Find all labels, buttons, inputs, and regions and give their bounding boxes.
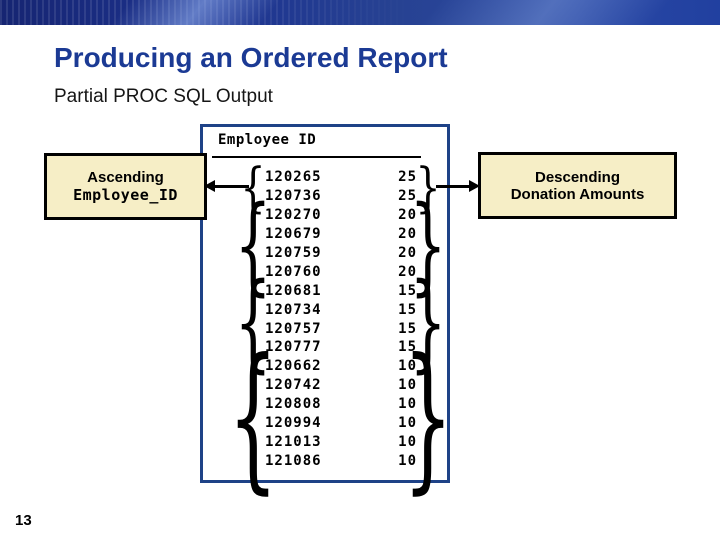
table-row: 120736 25 (265, 187, 417, 206)
table-row: 120760 20 (265, 262, 417, 281)
employee-id: 120777 (265, 339, 322, 356)
callout-left-line1: Ascending (87, 169, 164, 186)
left-arrow-line (213, 185, 249, 188)
employee-id: 120760 (265, 263, 322, 280)
group-brace-left-10 (248, 360, 258, 474)
callout-right-line2: Donation Amounts (510, 185, 645, 203)
table-row: 120994 10 (265, 414, 417, 433)
callout-ascending-employee-id: Ascending Employee_ID (44, 153, 207, 220)
employee-id: 120270 (265, 207, 322, 224)
table-row: 120270 20 (265, 206, 417, 225)
table-row: 120777 15 (265, 338, 417, 357)
table-row: 120681 15 (265, 281, 417, 300)
table-row: 120757 15 (265, 319, 417, 338)
page-number: 13 (15, 512, 32, 529)
table-row: 120808 10 (265, 395, 417, 414)
table-row: 120734 15 (265, 300, 417, 319)
slide-subtitle: Partial PROC SQL Output (54, 86, 273, 107)
employee-id: 120759 (265, 245, 322, 261)
right-arrow-icon (469, 180, 480, 192)
header-underline (212, 156, 421, 158)
employee-id: 120736 (265, 188, 322, 205)
callout-descending-donation-amounts: Descending Donation Amounts (478, 152, 677, 219)
callout-right-line1: Descending (534, 168, 621, 186)
employee-id: 121013 (265, 433, 322, 450)
employee-id: 120757 (265, 320, 322, 337)
donation-amount: 25 (398, 169, 417, 186)
employee-id: 120994 (265, 415, 322, 432)
employee-id: 120662 (265, 358, 322, 375)
group-brace-right-10 (423, 360, 434, 474)
table-row: 121013 10 (265, 432, 417, 451)
banner-streak (402, 0, 688, 25)
employee-id: 120265 (265, 169, 322, 186)
table-row: 120679 20 (265, 225, 417, 244)
table-row: 120759 20 (265, 244, 417, 263)
table-row: 121086 10 (265, 451, 417, 470)
callout-left-line2: Employee_ID (73, 186, 178, 204)
output-rows: 120265 25 120736 25 120270 20 120679 20 … (265, 168, 417, 470)
table-row: 120265 25 (265, 168, 417, 187)
employee-id: 120734 (265, 301, 322, 318)
right-arrow-line (436, 185, 470, 188)
employee-id: 120808 (265, 396, 322, 413)
employee-id: 120679 (265, 226, 322, 243)
proc-sql-output-box: Employee ID 120265 25 120736 25 120270 2… (200, 124, 450, 483)
column-header-employee-id: Employee ID (218, 132, 317, 148)
left-arrow-icon (204, 180, 215, 192)
employee-id: 120742 (265, 377, 322, 394)
slide-title: Producing an Ordered Report (54, 42, 448, 73)
employee-id: 121086 (265, 452, 322, 469)
table-row: 120742 10 (265, 376, 417, 395)
table-row: 120662 10 (265, 357, 417, 376)
employee-id: 120681 (265, 282, 322, 299)
top-banner (0, 0, 720, 25)
